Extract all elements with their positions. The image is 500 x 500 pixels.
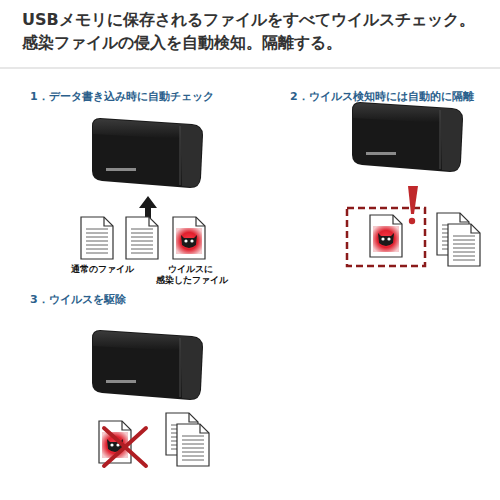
panel-two: [347, 102, 480, 266]
divider-line: [0, 68, 500, 69]
infected-file: [173, 217, 205, 259]
normal-file: [177, 424, 209, 466]
page-title: USBメモリに保存されるファイルをすべてウイルスチェック。 感染ファイルの侵入を…: [22, 8, 492, 54]
normal-file: [448, 224, 480, 266]
alert-mark: [408, 186, 418, 214]
section-heading: 2．ウイルス検知時には自動的に隔離: [290, 89, 474, 104]
usb-drive: [92, 330, 203, 400]
file-caption: ウイルスに 感染したファイル: [156, 264, 224, 287]
alert-mark: [409, 218, 415, 224]
normal-file: [126, 217, 158, 259]
usb-drive: [92, 118, 203, 188]
panel-three: [92, 330, 209, 466]
section-heading: 1．データ書き込み時に自動チェック: [30, 89, 214, 104]
usb-drive: [352, 102, 463, 172]
section-heading: 3．ウイルスを駆除: [30, 292, 126, 307]
file-caption: 通常のファイル: [62, 264, 142, 275]
quarantine-box: [347, 208, 425, 266]
panel-one: [81, 118, 205, 259]
delete-cross: [104, 428, 146, 466]
normal-file: [81, 217, 113, 259]
infected-file: [370, 215, 402, 257]
